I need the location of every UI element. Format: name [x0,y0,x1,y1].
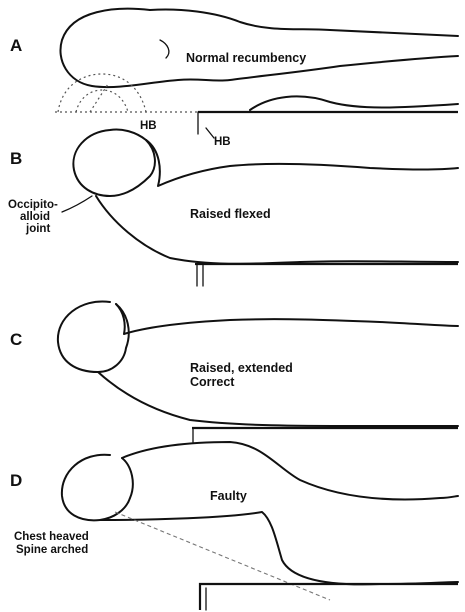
panel-c-back [98,372,458,426]
panel-d-letter: D [10,471,22,490]
panel-b-front [146,140,458,186]
panel-b: B Raised flexed Occipito- alloid joint [8,129,458,286]
panel-d-spine-line [115,512,330,600]
panel-c-label-1: Raised, extended [190,361,293,375]
panel-b-head [73,129,155,196]
panel-a-back [250,96,458,110]
panel-c-front [116,304,458,334]
panel-d-label: Faulty [210,489,247,503]
panel-a-angle-line [90,84,108,112]
panel-b-joint-3: joint [25,223,50,235]
panel-b-back [96,196,458,264]
panel-d-chest-2: Spine arched [16,544,88,556]
panel-b-label: Raised flexed [190,207,271,221]
panel-a-arc-inner [76,90,128,112]
panel-c-letter: C [10,330,22,349]
panel-a-label: Normal recumbency [186,51,306,65]
panel-a-face [150,10,458,37]
panel-c-head [58,301,129,372]
panel-a: A Normal recumbency HB HB [10,9,458,148]
panel-c: C Raised, extended Correct [10,301,458,442]
panel-b-letter: B [10,149,22,168]
panel-d-front [122,442,458,499]
panel-a-letter: A [10,36,22,55]
panel-b-joint-2: alloid [20,211,50,223]
panel-b-joint-1: Occipito- [8,199,58,211]
panel-a-hb-left: HB [140,120,157,132]
panel-c-label-2: Correct [190,375,235,389]
panel-b-joint-pointer [62,196,92,212]
panel-d-back [100,512,458,584]
panel-a-arc-outer [58,74,146,112]
panel-a-hb-right: HB [214,136,231,148]
panel-d-table [200,584,458,610]
panel-a-head [60,9,458,87]
panel-d-chest-1: Chest heaved [14,531,89,543]
panel-a-hb-arrow [206,128,214,138]
panel-d-head [62,455,133,521]
panel-a-ear [160,40,169,58]
panel-d: D Faulty Chest heaved Spine arched [10,442,458,610]
